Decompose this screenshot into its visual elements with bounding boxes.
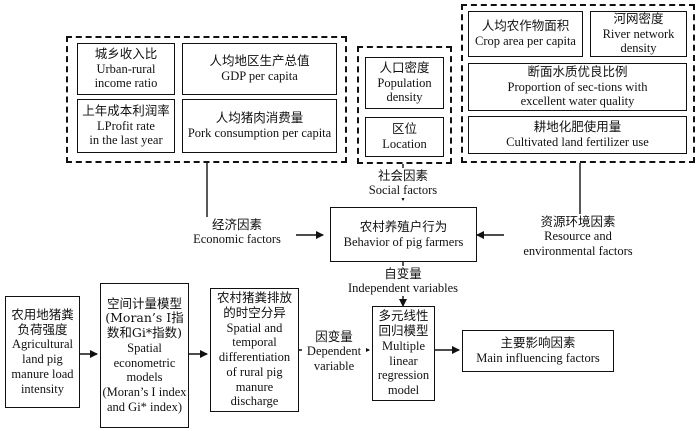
water-quality-box: 断面水质优良比例 Proportion of sec-tions with ex… [468,63,687,111]
regression-en: Multiple linear regression model [377,338,430,397]
urban-rural-income-box: 城乡收入比 Urban-rural income ratio [77,43,175,95]
pork-consumption-box: 人均猪肉消费量 Pork consumption per capita [182,99,337,153]
resource-label-en: Resource and environmental factors [523,229,633,258]
spatial-model-en: Spatial econometric models (Moran’s I in… [102,340,187,414]
economic-factors-label: 经济因素 Economic factors [178,217,296,247]
resource-factors-label: 资源环境因素 Resource and environmental factor… [504,214,652,259]
regression-zh: 多元线性 回归模型 [378,308,429,338]
river-en: River network density [602,26,675,56]
social-factors-group [357,46,452,164]
independent-zh: 自变量 [384,266,422,281]
river-zh: 河网密度 [613,10,664,26]
main-influencing-factors-box: 主要影响因素 Main influencing factors [462,330,614,372]
location-en: Location [382,137,427,151]
location-box: 区位 Location [365,117,444,157]
behavior-en: Behavior of pig farmers [343,234,464,249]
economic-label-zh: 经济因素 [211,217,262,232]
social-factors-label: 社会因素 Social factors [355,168,451,198]
spatial-model-zh: 空间计量模型 (Moran’s I指 数和Gi*指数) [105,295,184,340]
multiple-regression-model-box: 多元线性 回归模型 Multiple linear regression mod… [372,306,435,401]
load-zh: 农用地猪粪 负荷强度 [11,306,74,337]
dependent-en: Dependent variable [306,344,362,373]
main-factors-zh: 主要影响因素 [500,335,576,351]
water-en: Proportion of sec-tions with excellent w… [507,79,648,109]
differentiation-zh: 农村猪粪排放 的时空分异 [216,290,292,320]
independent-en: Independent variables [347,281,459,295]
gdp-zh: 人均地区生产总值 [209,53,310,69]
manure-load-intensity-box: 农用地猪粪 负荷强度 Agricultural land pig manure … [5,296,80,408]
pork-en: Pork consumption per capita [187,126,332,140]
fertilizer-zh: 耕地化肥使用量 [533,119,622,135]
crop-area-box: 人均农作物面积 Crop area per capita [468,11,583,57]
crop-zh: 人均农作物面积 [481,18,570,34]
differentiation-en: Spatial and temporal differentiation of … [218,320,291,409]
urban-rural-en: Urban-rural income ratio [94,61,158,91]
behavior-zh: 农村养殖户行为 [359,218,448,234]
spatial-econometric-model-box: 空间计量模型 (Moran’s I指 数和Gi*指数) Spatial econ… [100,283,189,428]
pork-zh: 人均猪肉消费量 [215,110,304,126]
river-density-box: 河网密度 River network density [590,11,687,57]
gdp-en: GDP per capita [221,69,298,83]
load-en: Agricultural land pig manure load intens… [11,337,74,396]
economic-factors-group [66,36,347,163]
profit-en: LProfit rate in the last year [89,118,163,148]
crop-en: Crop area per capita [475,34,576,48]
resource-label-zh: 资源环境因素 [540,214,616,229]
population-density-box: 人口密度 Population density [365,57,444,109]
economic-label-en: Economic factors [193,232,281,246]
location-zh: 区位 [391,121,417,137]
social-label-zh: 社会因素 [377,168,428,183]
population-en: Population density [377,75,432,105]
main-factors-en: Main influencing factors [476,351,600,365]
fertilizer-use-box: 耕地化肥使用量 Cultivated land fertilizer use [468,116,687,154]
dependent-variable-label: 因变量 Dependent variable [302,329,366,374]
gdp-per-capita-box: 人均地区生产总值 GDP per capita [182,43,337,95]
pig-farmer-behavior-box: 农村养殖户行为 Behavior of pig farmers [330,207,477,262]
dependent-zh: 因变量 [315,329,353,344]
profit-zh: 上年成本利润率 [82,102,170,118]
social-label-en: Social factors [368,183,438,197]
urban-rural-zh: 城乡收入比 [94,45,158,61]
spatiotemporal-differentiation-box: 农村猪粪排放 的时空分异 Spatial and temporal differ… [210,288,299,412]
profit-rate-box: 上年成本利润率 LProfit rate in the last year [77,99,175,153]
resource-factors-group [461,4,695,163]
fertilizer-en: Cultivated land fertilizer use [506,135,649,149]
water-zh: 断面水质优良比例 [527,63,628,79]
independent-variables-label: 自变量 Independent variables [338,266,468,296]
population-zh: 人口密度 [379,59,430,75]
